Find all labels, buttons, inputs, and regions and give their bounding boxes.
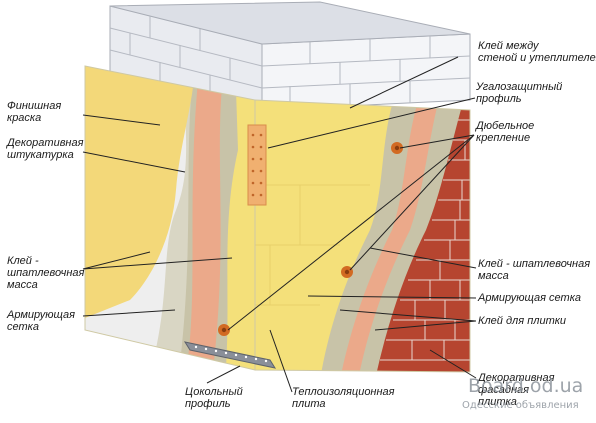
dowel-fastener-left [218, 324, 230, 336]
label-line: профиль [476, 93, 522, 105]
label-line: плитка [478, 396, 517, 408]
label-line: Армирующая сетка [478, 292, 582, 304]
label-base-profile: Цокольный профиль [185, 386, 243, 410]
finish-paint-layer [85, 66, 195, 320]
watermark-main: Board.od.ua [468, 375, 584, 397]
label-line: масса [478, 270, 509, 282]
label-facade-tile: Декоративная фасадная плитка [478, 372, 554, 408]
label-mesh-right: Армирующая сетка [478, 292, 581, 304]
label-line: Армирующая [7, 309, 75, 321]
label-line: фасадная [478, 384, 530, 396]
left-face-layers [85, 66, 255, 370]
label-line: Декоративная [478, 372, 555, 384]
label-line: Клей между [478, 40, 539, 52]
label-tile-glue: Клей для плитки [478, 315, 566, 327]
label-insulation-board: Теплоизоляционная плита [292, 386, 395, 410]
dowel-fastener-middle [341, 266, 353, 278]
label-line: Клей - [7, 255, 39, 267]
label-line: профиль [185, 398, 231, 410]
watermark-sub: Одесские объявления [462, 400, 579, 411]
corner-protection-profile [247, 124, 267, 206]
label-glue-putty-left: Клей - шпатлевочная масса [7, 255, 84, 291]
label-line: масса [7, 279, 38, 291]
mesh-layer-left [185, 66, 225, 370]
label-line: штукатурка [7, 149, 74, 161]
masonry-wall-top [109, 1, 471, 111]
label-line: плита [292, 398, 326, 410]
label-line: Декоративная [7, 137, 84, 149]
brick-facade-tile [375, 100, 470, 372]
label-line: шпатлевочная [7, 267, 85, 279]
label-line: Дюбельное [476, 120, 535, 132]
label-line: крепление [476, 132, 531, 144]
dowel-fastener-top [391, 142, 403, 154]
label-glue-putty-right: Клей - шпатлевочная масса [478, 258, 590, 282]
label-line: Угалозащитный [476, 81, 563, 93]
label-corner-profile: Угалозащитный профиль [476, 81, 562, 105]
right-face-layers [255, 100, 470, 372]
label-glue-wall-insulation: Клей между стеной и утеплителем [478, 40, 596, 64]
label-mesh-left: Армирующая сетка [7, 309, 75, 333]
label-line: краска [7, 112, 42, 124]
label-line: Финишная [7, 100, 62, 112]
label-line: Клей - шпатлевочная [478, 258, 591, 270]
label-decor-plaster: Декоративная штукатурка [7, 137, 83, 161]
label-line: Клей для плитки [478, 315, 567, 327]
leader-lines [82, 56, 477, 393]
label-line: сетка [7, 321, 39, 333]
label-line: Цокольный [185, 386, 243, 398]
label-finish-paint: Финишная краска [7, 100, 61, 124]
label-dowel: Дюбельное крепление [476, 120, 534, 144]
label-line: Теплоизоляционная [292, 386, 395, 398]
label-line: стеной и утеплителем [478, 52, 596, 64]
base-profile-strip [183, 341, 277, 369]
